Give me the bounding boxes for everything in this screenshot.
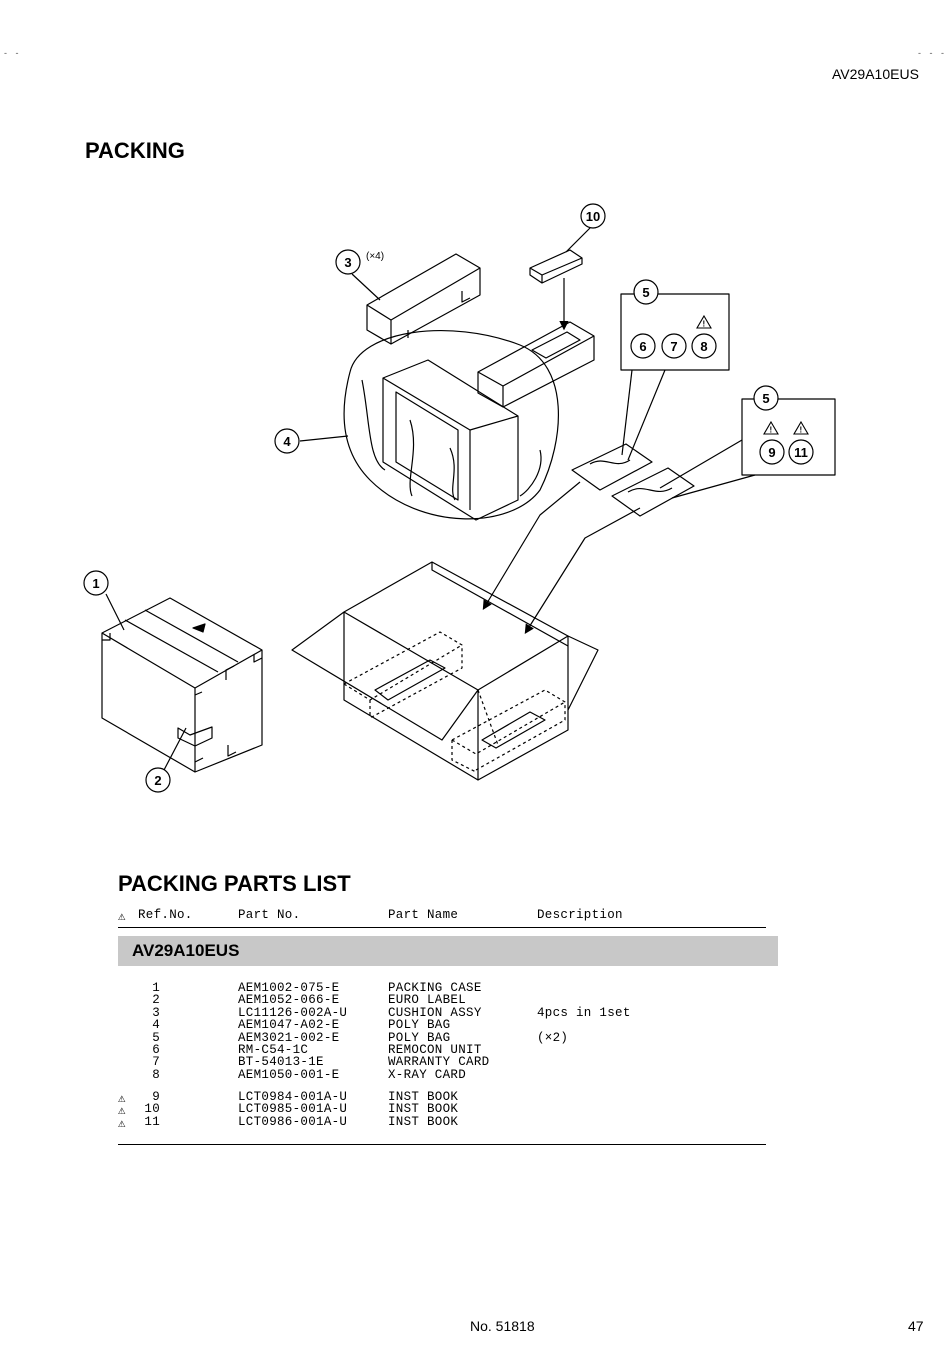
row-part-name: POLY BAG [388,1018,451,1033]
col-header-desc: Description [537,908,623,922]
row-ref: 4 [152,1018,160,1033]
svg-text:!: ! [770,426,773,435]
row-part-no: AEM1002-075-E [238,981,340,995]
callout-box-5a [620,293,730,461]
callout-8: 7 [661,333,687,359]
row-ref: 10 [144,1102,160,1117]
warning-icon: ! [793,420,809,435]
closed-carton [101,597,263,773]
svg-text:10: 10 [586,209,600,224]
row-ref: 11 [144,1114,160,1129]
row-part-no: LC11126-002A-U [238,1005,348,1020]
callout-3: 3 [335,249,361,275]
model-header: AV29A10EUS [832,66,919,82]
row-ref: 6 [152,1043,160,1057]
row-part-no: LCT0984-001A-U [238,1090,348,1104]
row-ref: 7 [152,1055,160,1070]
warning-icon: ⚠ [118,910,126,924]
warning-icon: ! [696,314,712,329]
model-band: AV29A10EUS [118,936,778,966]
cushion-top-left [366,253,481,345]
callout-7: 6 [630,333,656,359]
row-part-no: AEM1052-066-E [238,993,340,1008]
cushion-top-right [477,321,595,408]
row-part-no: AEM1047-A02-E [238,1018,340,1033]
row-part-no: AEM1050-001-E [238,1067,340,1082]
callout-4: 4 [274,428,300,454]
col-header-name: Part Name [388,908,459,922]
svg-text:3: 3 [344,255,351,270]
warning-icon: ! [763,420,779,435]
remote-unit [529,249,583,284]
row-part-no: RM-C54-1C [238,1043,309,1057]
callout-5a: 5 [633,279,659,305]
row-ref: 5 [152,1030,160,1045]
row-ref: 8 [152,1067,160,1082]
row-part-name: EURO LABEL [388,993,467,1008]
open-carton [291,561,599,781]
warning-icon: ⚠ [118,1104,126,1119]
callout-5b: 5 [753,385,779,411]
row-part-name: INST BOOK [388,1090,459,1104]
callout-1: 1 [83,570,109,596]
svg-text:4: 4 [283,434,291,449]
row-part-name: WARRANTY CARD [388,1055,490,1070]
model-band-label: AV29A10EUS [132,941,240,960]
svg-text:8: 8 [700,339,707,354]
col-header-ref: Ref.No. [138,908,193,922]
callout-9: 8 [691,333,717,359]
callout-6: 10 [580,203,606,229]
row-part-name: X-RAY CARD [388,1067,467,1082]
callout-10: 9 [759,439,785,465]
corner-mark-right: - - - [918,48,947,58]
polybag-a [571,443,653,491]
page-number: 47 [908,1318,924,1334]
row-part-name: CUSHION ASSY [388,1005,482,1020]
row-part-no: BT-54013-1E [238,1055,324,1070]
qty-note: (×4) [366,251,384,262]
tv-in-polybag [343,330,559,521]
row-part-name: POLY BAG [388,1030,451,1045]
polybag-b [611,467,695,517]
row-part-name: INST BOOK [388,1114,459,1129]
svg-text:1: 1 [92,576,99,591]
svg-text:5: 5 [762,391,769,406]
warning-icon: ⚠ [118,1092,126,1106]
row-part-no: LCT0985-001A-U [238,1102,348,1117]
row-ref: 3 [152,1005,160,1020]
packing-diagram: 3 10 4 1 2 5 6 7 8 5 9 11 (×4) ! ! ! [83,203,836,793]
row-part-no: AEM3021-002-E [238,1030,340,1045]
row-part-name: INST BOOK [388,1102,459,1117]
svg-text:2: 2 [154,773,161,788]
warning-icon: ⚠ [118,1116,126,1131]
callout-11: 11 [788,439,814,465]
svg-text:!: ! [703,320,706,329]
header-rule [118,927,766,928]
svg-text:!: ! [800,426,803,435]
row-ref: 2 [152,993,160,1008]
callout-2: 2 [145,767,171,793]
row-description: 4pcs in 1set [537,1005,631,1020]
row-ref: 9 [152,1090,160,1104]
corner-mark-left: - - [4,48,22,58]
svg-text:5: 5 [642,285,649,300]
svg-text:7: 7 [670,339,677,354]
col-header-part: Part No. [238,908,301,922]
svg-text:9: 9 [768,445,775,460]
callout-box-5b [659,398,836,499]
parts-list-title: PACKING PARTS LIST [118,871,351,896]
row-description: (×2) [537,1030,569,1045]
row-ref: 1 [152,981,160,995]
svg-text:11: 11 [794,445,808,460]
row-part-no: LCT0986-001A-U [238,1114,348,1129]
svg-text:6: 6 [639,339,646,354]
section-title: PACKING [85,138,185,163]
row-part-name: REMOCON UNIT [388,1043,482,1057]
document-number: No. 51818 [470,1318,535,1334]
row-part-name: PACKING CASE [388,981,482,995]
footer-rule [118,1144,766,1145]
